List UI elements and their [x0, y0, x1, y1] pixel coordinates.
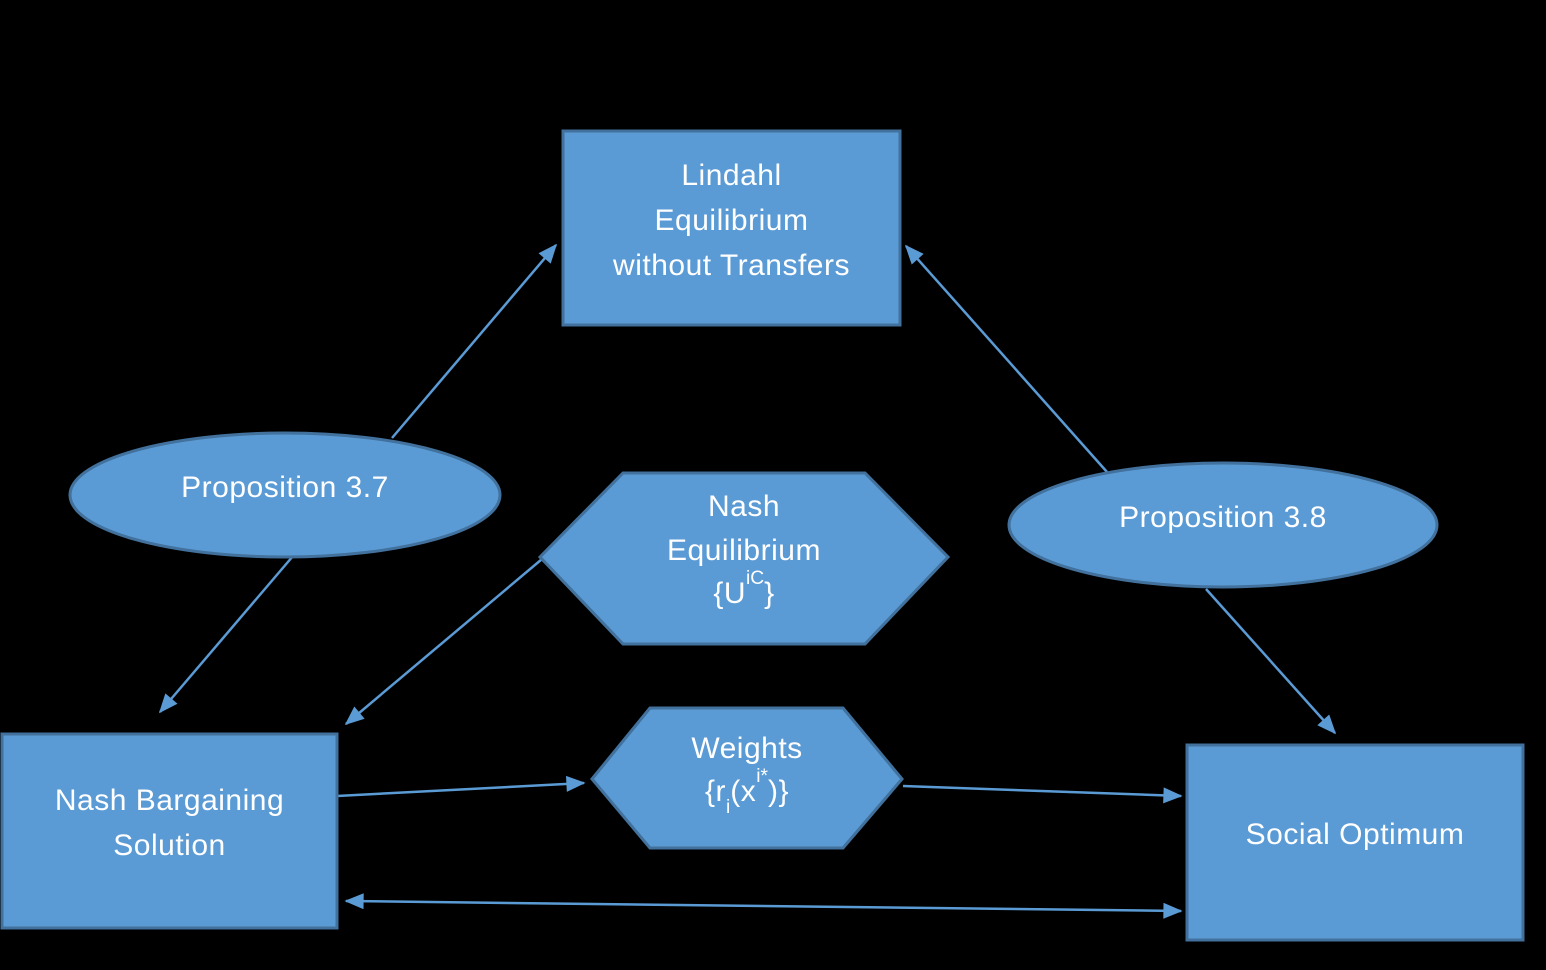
social-optimum-box [1185, 743, 1525, 942]
arrow-nash-bargaining-to-weights [336, 775, 586, 798]
arrow-prop37-to-nash-bargaining [158, 555, 294, 714]
arrow-weights-to-social-optimum [902, 784, 1183, 804]
arrow-prop37-to-lindahl [391, 243, 558, 439]
prop38-ellipse [1007, 461, 1439, 589]
nash-eq-hexagon [537, 471, 951, 646]
weights-hexagon [590, 706, 904, 850]
lindahl-box [561, 129, 902, 327]
arrow-nash-bargaining-social-optimum-bidirectional [344, 893, 1183, 919]
arrow-prop38-to-social-optimum [1205, 588, 1337, 735]
prop37-ellipse [68, 431, 502, 559]
nash-bargaining-box [0, 732, 339, 930]
arrow-nash-eq-to-nash-bargaining [344, 553, 549, 726]
arrow-prop38-to-lindahl [904, 244, 1108, 473]
